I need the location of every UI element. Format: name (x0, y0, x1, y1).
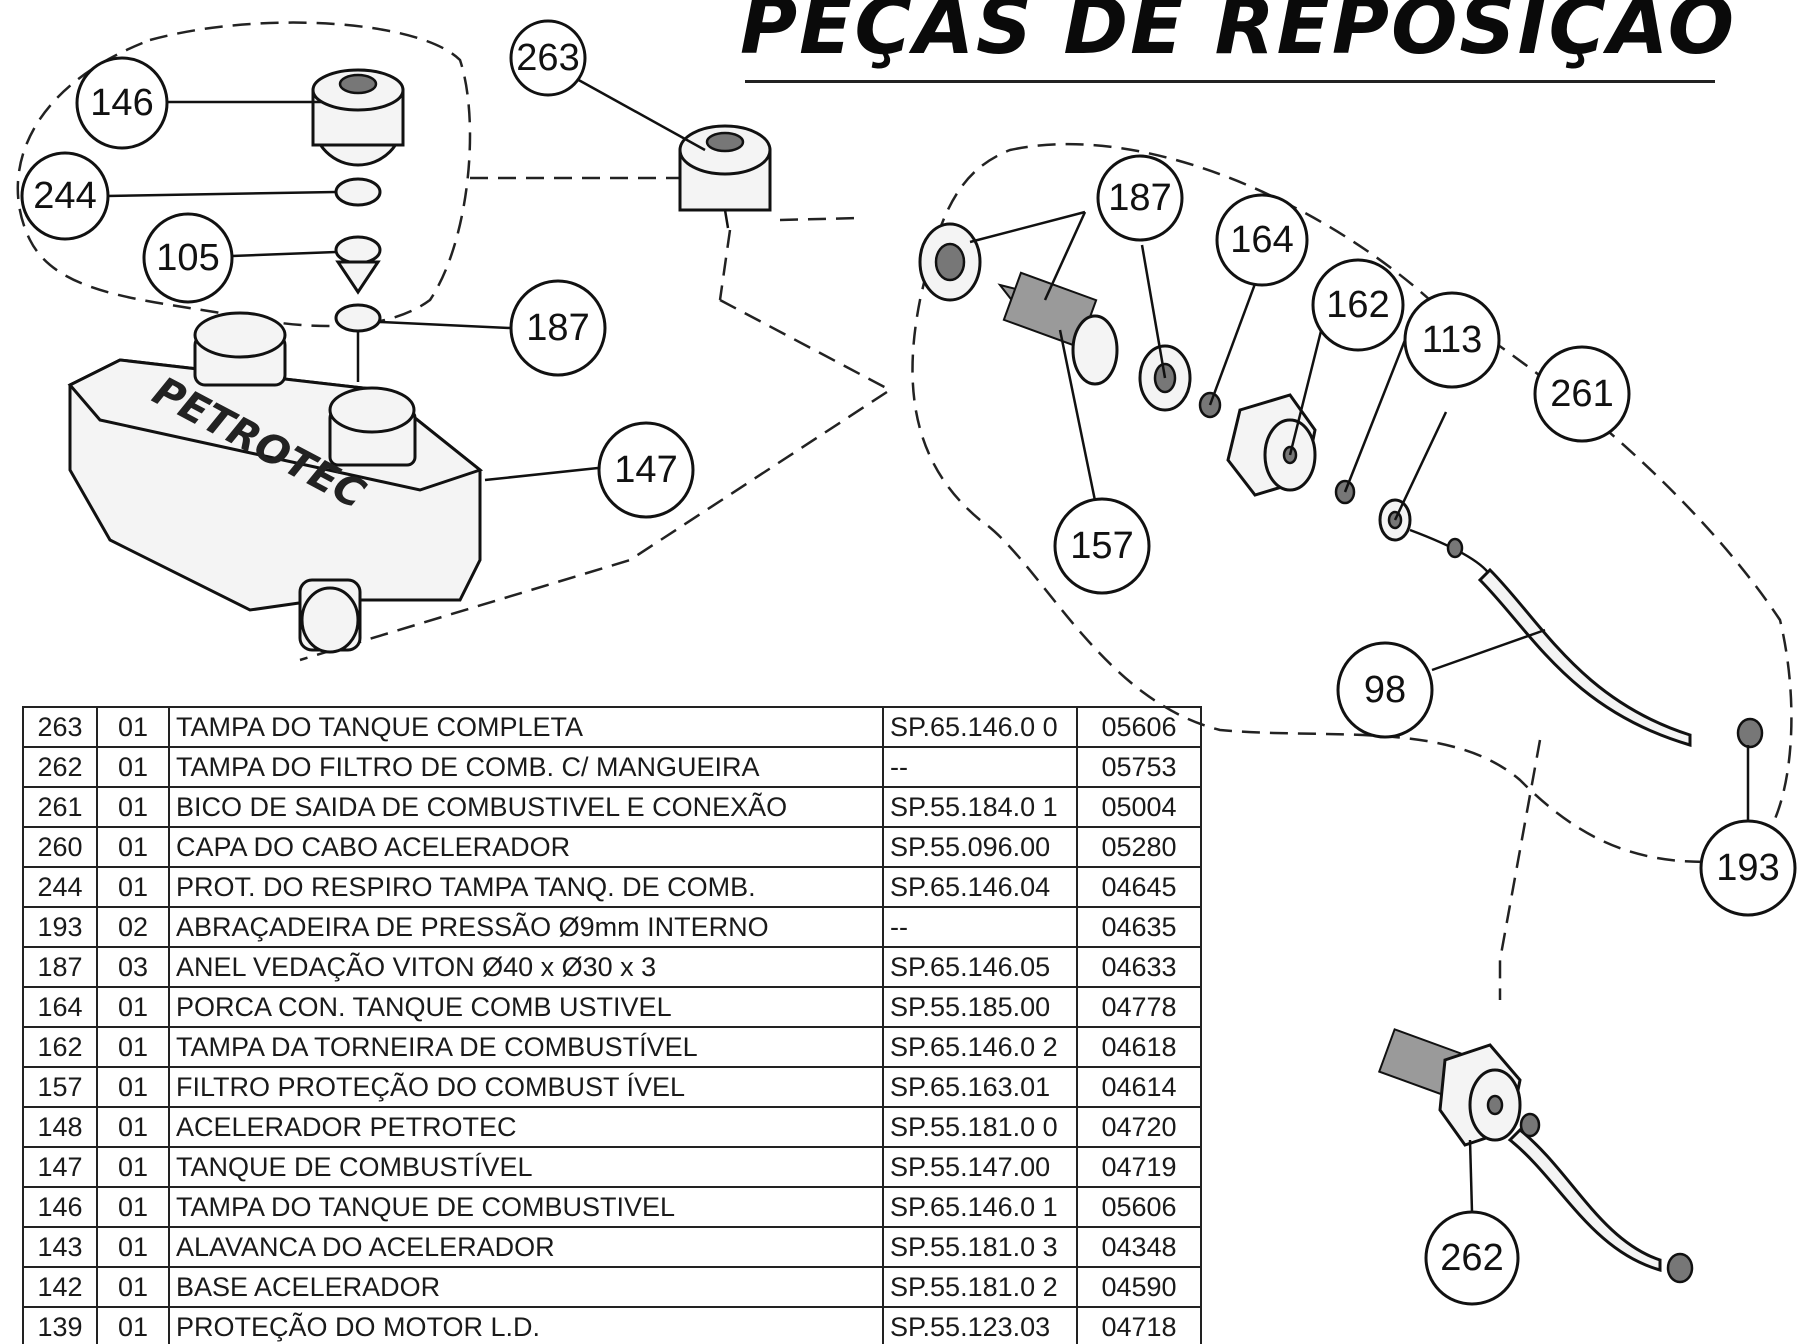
svg-text:263: 263 (516, 37, 579, 79)
callout-262: 262 (1424, 1210, 1520, 1306)
svg-text:98: 98 (1364, 669, 1406, 711)
strainer-105-drawing (335, 260, 381, 295)
svg-text:113: 113 (1422, 319, 1483, 361)
callout-164: 164 (1215, 193, 1309, 287)
ring-105-drawing (334, 235, 382, 265)
tank-to-filter-dashes (299, 216, 893, 662)
callout-147: 147 (597, 421, 695, 519)
callout-157: 157 (1053, 497, 1151, 595)
svg-text:147: 147 (614, 449, 677, 491)
callout-187: 187 (509, 279, 607, 377)
svg-text:261: 261 (1550, 373, 1613, 415)
callout-105: 105 (142, 212, 234, 304)
callout-187-tap: 187 (1096, 154, 1184, 242)
svg-text:162: 162 (1326, 284, 1389, 326)
svg-text:187: 187 (1108, 177, 1171, 219)
callout-244: 244 (20, 151, 110, 241)
filter-cap-hose-262-drawing (1377, 1028, 1694, 1284)
callout-162: 162 (1311, 258, 1405, 352)
fuel-tap-assembly-drawing (918, 222, 1764, 749)
callout-98: 98 (1336, 641, 1434, 739)
callout-113: 113 (1403, 291, 1501, 389)
svg-text:193: 193 (1716, 847, 1779, 889)
svg-text:105: 105 (156, 237, 219, 279)
tap-group-outline (911, 142, 1793, 864)
callout-146: 146 (75, 56, 169, 150)
svg-text:244: 244 (33, 175, 96, 217)
fuel-tank-147-drawing: PETROTEC (67, 311, 484, 654)
page-title: PEÇAS DE REPOSIÇÃO (740, 0, 1737, 72)
title-underline (745, 80, 1715, 83)
svg-text:187: 187 (526, 307, 589, 349)
tank-cap-263-drawing (678, 124, 772, 229)
svg-text:262: 262 (1440, 1237, 1503, 1279)
svg-text:164: 164 (1230, 219, 1293, 261)
ring-244-drawing (334, 177, 382, 207)
callout-193: 193 (1699, 819, 1797, 917)
tank-cap-146-drawing (311, 68, 405, 167)
callout-261: 261 (1533, 345, 1631, 443)
svg-text:157: 157 (1070, 525, 1133, 567)
ring-187-drawing (334, 303, 382, 333)
callout-263: 263 (509, 19, 587, 97)
svg-text:146: 146 (90, 82, 153, 124)
